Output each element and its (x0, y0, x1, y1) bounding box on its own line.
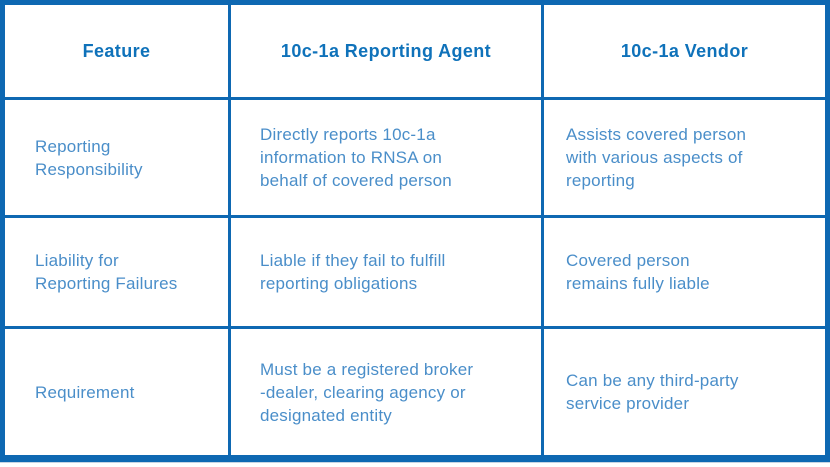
cell-vendor: Can be any third-party service provider (566, 371, 739, 413)
header-cell-vendor: 10c-1a Vendor (544, 5, 825, 100)
cell-reporting-agent: Must be a registered broker -dealer, cle… (231, 329, 544, 455)
row-feature-label: Liability for Reporting Failures (5, 218, 231, 329)
cell-vendor: Assists covered person with various aspe… (544, 100, 825, 218)
row-feature-label: Requirement (5, 329, 231, 455)
comparison-table-grid: Feature 10c-1a Reporting Agent 10c-1a Ve… (5, 5, 825, 455)
header-cell-feature: Feature (5, 5, 231, 100)
row-feature-label: Reporting Responsibility (5, 100, 231, 218)
cell-vendor: Covered person remains fully liable (544, 218, 825, 329)
cell-reporting-agent: Directly reports 10c-1a information to R… (231, 100, 544, 218)
header-cell-reporting-agent: 10c-1a Reporting Agent (231, 5, 544, 100)
cell-reporting-agent: Liable if they fail to fulfill reporting… (231, 218, 544, 329)
